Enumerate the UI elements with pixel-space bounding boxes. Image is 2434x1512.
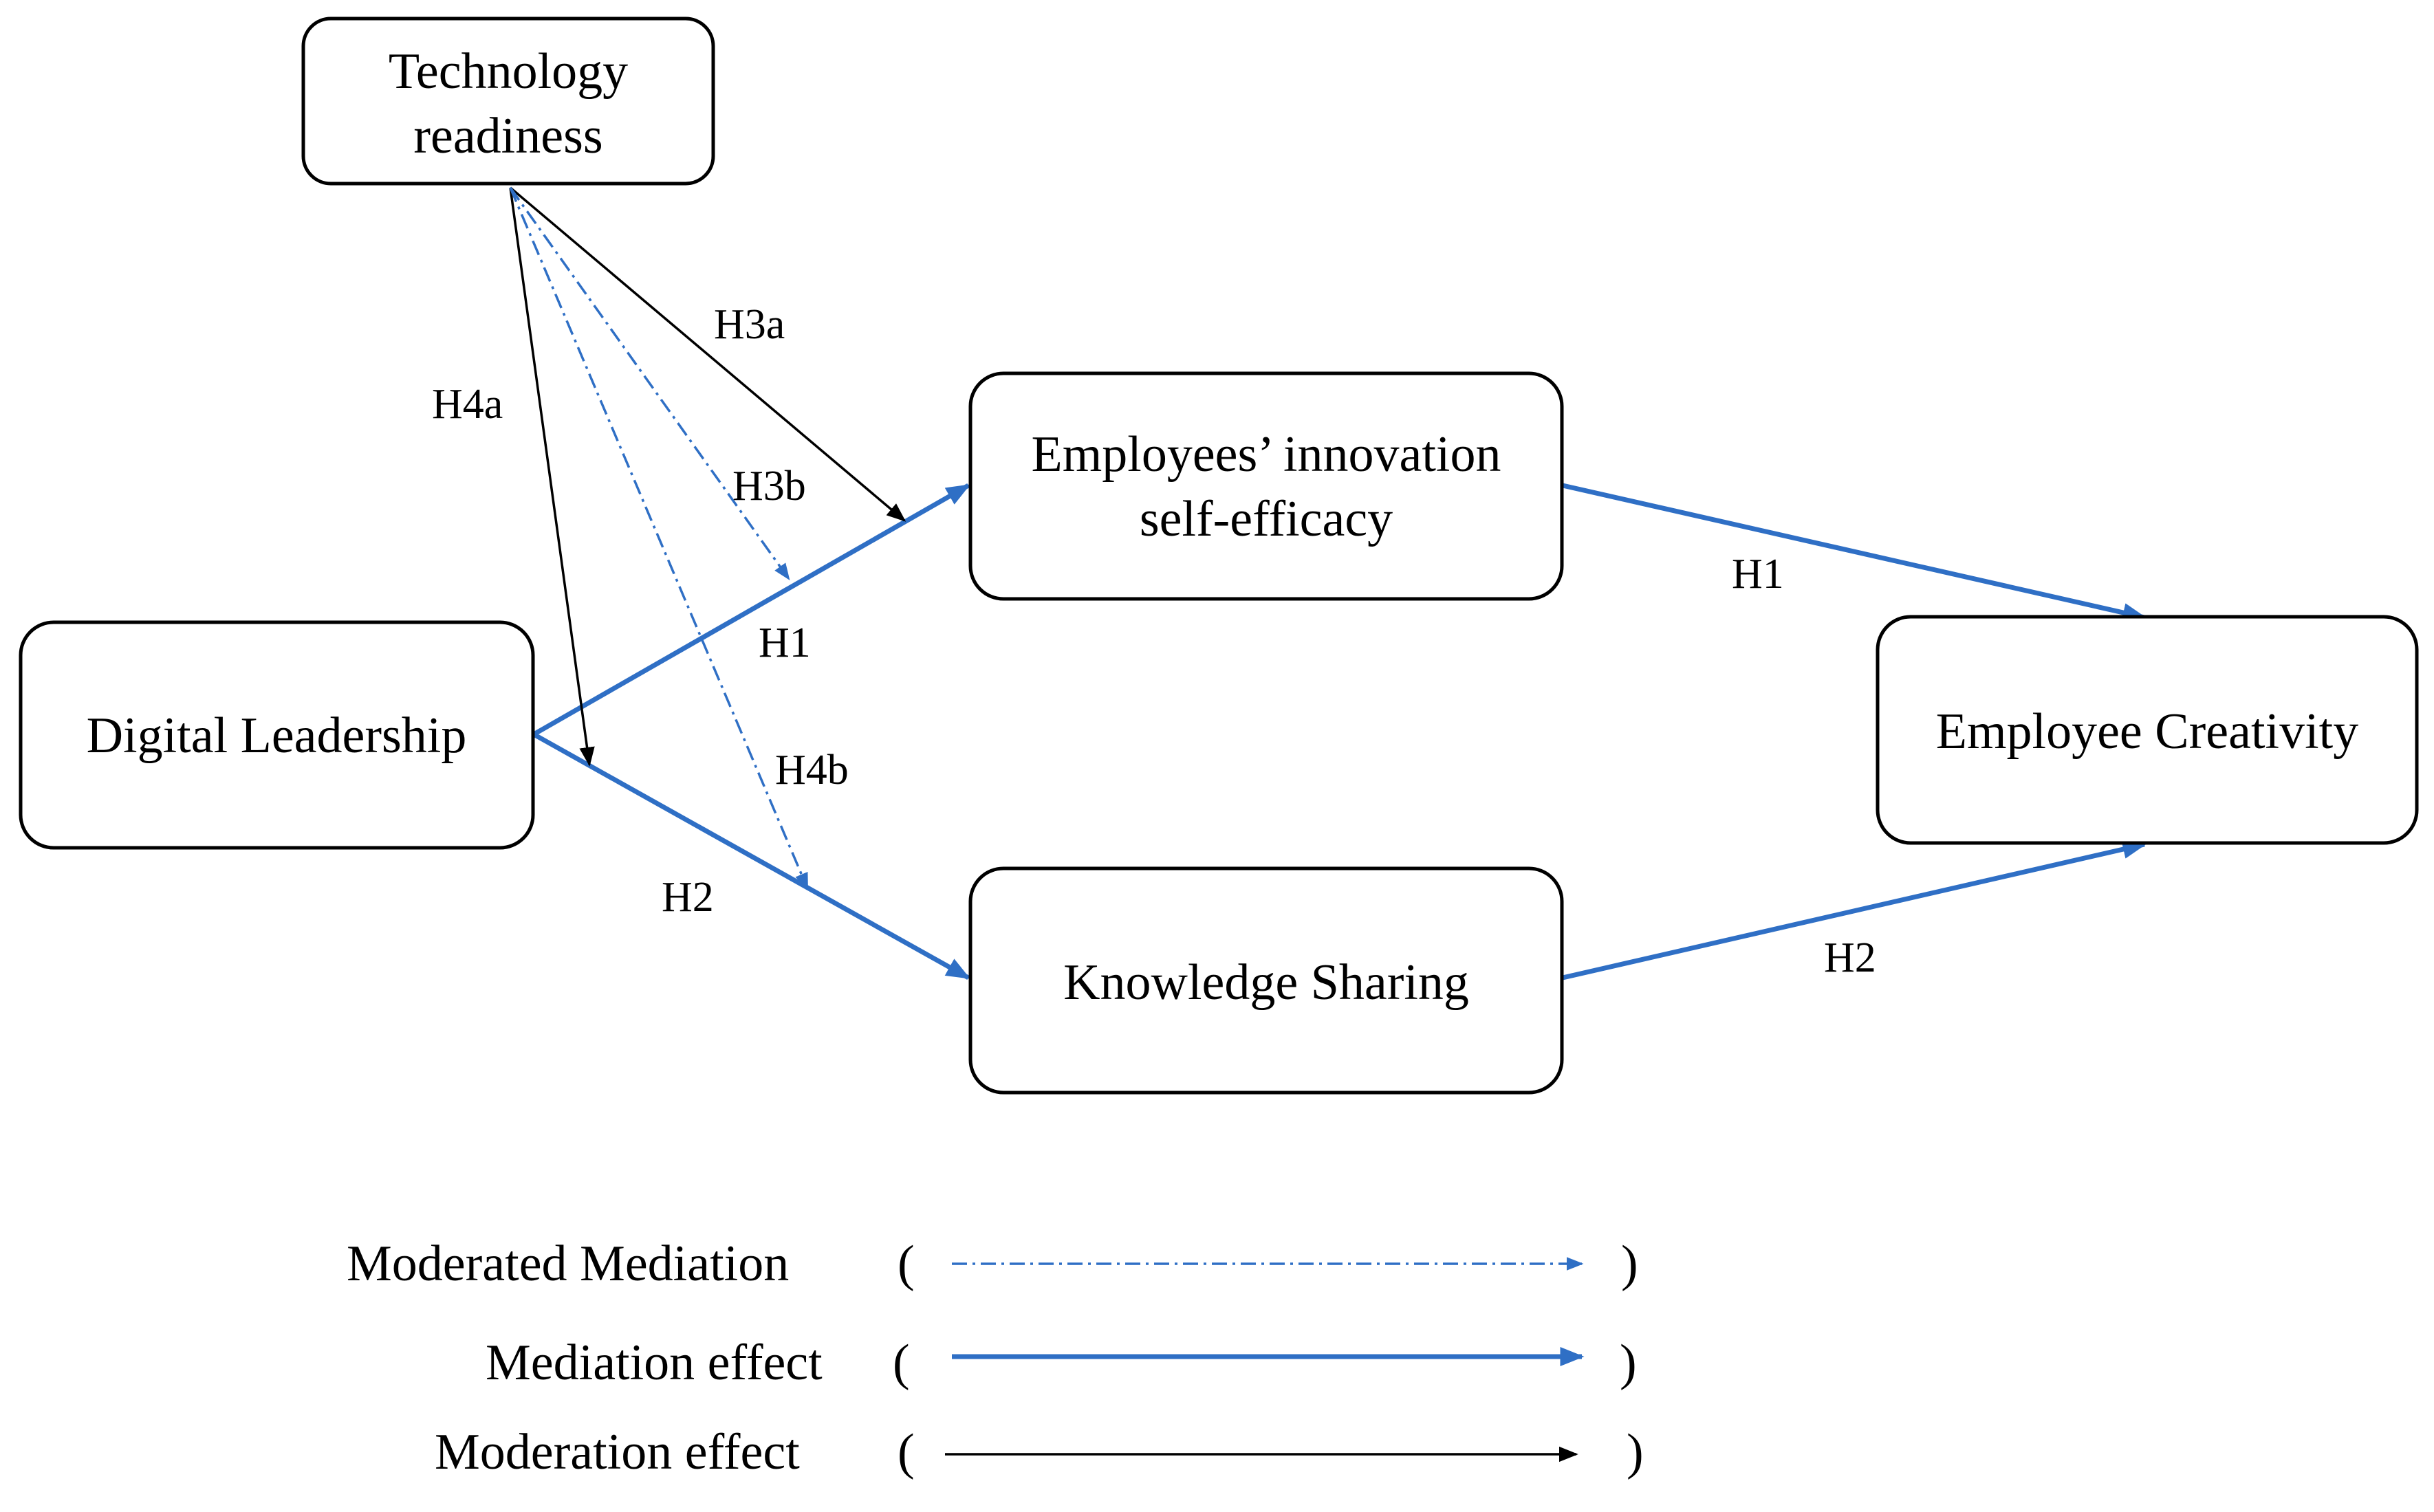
legend-close-paren: ) <box>1627 1424 1644 1480</box>
node-innovation-self-efficacy-line-2: self-efficacy <box>1140 491 1393 547</box>
label-h2-right: H2 <box>1824 934 1876 981</box>
node-technology-readiness-line-1: Technology <box>389 43 628 100</box>
label-h1-left: H1 <box>759 620 811 666</box>
edge-h4a <box>509 187 595 767</box>
node-innovation-self-efficacy: Employees’ innovation self-efficacy <box>968 371 1564 601</box>
label-h3b: H3b <box>732 463 806 510</box>
legend-moderation-effect-label: Moderation effect <box>435 1424 800 1480</box>
label-h4b: H4b <box>775 747 849 793</box>
label-h1-right: H1 <box>1732 551 1784 598</box>
legend-moderation-effect: Moderation effect ( ) <box>435 1424 1644 1480</box>
legend-moderated-mediation: Moderated Mediation ( ) <box>347 1236 1638 1292</box>
node-technology-readiness-line-2: readiness <box>413 108 602 164</box>
node-digital-leadership: Digital Leadership <box>19 620 535 850</box>
legend-open-paren: ( <box>893 1335 910 1391</box>
legend-open-paren: ( <box>898 1236 915 1292</box>
node-digital-leadership-label: Digital Leadership <box>87 708 467 764</box>
node-knowledge-sharing-label: Knowledge Sharing <box>1063 954 1469 1011</box>
edge-h3a <box>509 186 906 522</box>
legend: Moderated Mediation ( ) Mediation effect… <box>347 1236 1644 1480</box>
legend-mediation-effect: Mediation effect ( ) <box>486 1335 1637 1391</box>
legend-mediation-effect-label: Mediation effect <box>486 1335 823 1391</box>
node-employee-creativity-label: Employee Creativity <box>1936 703 2358 760</box>
edge-labels: H3a H4a H3b H1 H4b H2 H1 H2 <box>432 301 1876 981</box>
edge-h1-left <box>532 483 971 737</box>
edge-h2-left <box>532 732 971 980</box>
edge-h1-right <box>1562 483 2147 622</box>
label-h4a: H4a <box>432 381 503 428</box>
edge-h3b <box>509 186 790 580</box>
label-h3a: H3a <box>714 301 785 348</box>
edge-h2-right <box>1562 840 2147 980</box>
legend-close-paren: ) <box>1621 1236 1638 1292</box>
legend-moderated-mediation-label: Moderated Mediation <box>347 1236 789 1292</box>
edges <box>509 186 2147 980</box>
edge-h4b <box>509 187 809 890</box>
label-h2-left: H2 <box>662 874 714 921</box>
legend-close-paren: ) <box>1620 1335 1637 1391</box>
node-knowledge-sharing: Knowledge Sharing <box>968 866 1564 1095</box>
node-innovation-self-efficacy-line-1: Employees’ innovation <box>1032 426 1501 483</box>
node-employee-creativity: Employee Creativity <box>1876 615 2419 845</box>
node-technology-readiness: Technology readiness <box>301 17 715 186</box>
legend-open-paren: ( <box>898 1424 915 1480</box>
